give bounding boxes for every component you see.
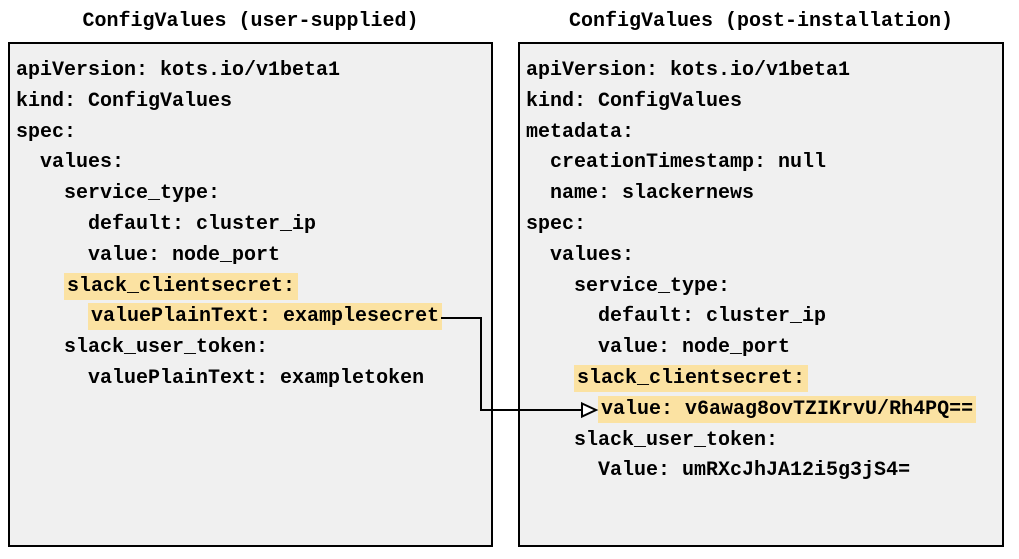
yaml-line: values: [526, 241, 998, 272]
line-text: creationTimestamp: null [550, 151, 827, 175]
line-indent [526, 151, 550, 174]
yaml-line-highlighted: valuePlainText: examplesecret [16, 302, 487, 333]
line-text: value: node_port [88, 243, 281, 267]
line-text: default: cluster_ip [88, 212, 317, 236]
line-indent [16, 182, 64, 205]
yaml-line: valuePlainText: exampletoken [16, 364, 487, 395]
line-text: apiVersion: kots.io/v1beta1 [16, 59, 341, 82]
highlighted-line-text: valuePlainText: examplesecret [88, 303, 443, 331]
line-text: spec: [16, 120, 77, 144]
line-indent [16, 336, 64, 359]
yaml-line: value: node_port [526, 333, 998, 364]
line-text: valuePlainText: exampletoken [88, 366, 425, 390]
yaml-line: metadata: [526, 118, 998, 149]
yaml-line: spec: [16, 118, 487, 149]
yaml-line: slack_user_token: [16, 333, 487, 364]
right-panel-title: ConfigValues (post-installation) [568, 10, 954, 33]
yaml-line: service_type: [16, 179, 487, 210]
line-text: service_type: [574, 274, 731, 298]
highlighted-line-text: slack_clientsecret: [64, 272, 299, 300]
left-panel-title: ConfigValues (user-supplied) [82, 10, 419, 33]
line-text: metadata: [526, 120, 635, 144]
yaml-line: kind: ConfigValues [16, 87, 487, 118]
yaml-line: values: [16, 148, 487, 179]
line-text: Value: umRXcJhJA12i5g3jS4= [598, 459, 911, 483]
line-indent [526, 244, 550, 267]
line-indent [526, 429, 574, 452]
config-values-post-installation-panel: apiVersion: kots.io/v1beta1 kind: Config… [518, 42, 1004, 547]
yaml-line: value: node_port [16, 241, 487, 272]
yaml-line: spec: [526, 210, 998, 241]
line-text: values: [40, 151, 125, 175]
highlighted-line-text: value: v6awag8ovTZIKrvU/Rh4PQ== [598, 395, 977, 423]
line-text: kind: ConfigValues [16, 89, 233, 113]
yaml-line-highlighted: value: v6awag8ovTZIKrvU/Rh4PQ== [526, 395, 998, 426]
yaml-line-highlighted: slack_clientsecret: [16, 272, 487, 303]
line-text: slack_user_token: [64, 336, 269, 360]
config-values-user-supplied-panel: apiVersion: kots.io/v1beta1 kind: Config… [8, 42, 493, 547]
line-indent [16, 275, 64, 298]
yaml-line: default: cluster_ip [526, 302, 998, 333]
yaml-line: slack_user_token: [526, 426, 998, 457]
line-indent [16, 305, 88, 328]
highlighted-line-text: slack_clientsecret: [574, 364, 809, 392]
yaml-line: kind: ConfigValues [526, 87, 998, 118]
yaml-line: Value: umRXcJhJA12i5g3jS4= [526, 456, 998, 487]
line-indent [526, 398, 598, 421]
line-text: name: slackernews [550, 182, 755, 206]
line-indent [526, 459, 598, 482]
yaml-line: apiVersion: kots.io/v1beta1 [526, 56, 998, 87]
line-text: value: node_port [598, 336, 791, 360]
line-indent [526, 305, 598, 328]
yaml-line: creationTimestamp: null [526, 148, 998, 179]
line-indent [16, 151, 40, 174]
yaml-line-highlighted: slack_clientsecret: [526, 364, 998, 395]
line-text: kind: ConfigValues [526, 89, 743, 113]
line-indent [526, 336, 598, 359]
line-indent [526, 275, 574, 298]
line-text: default: cluster_ip [598, 305, 827, 329]
line-text: apiVersion: kots.io/v1beta1 [526, 59, 851, 82]
yaml-line: service_type: [526, 272, 998, 303]
line-text: service_type: [64, 182, 221, 206]
line-indent [16, 213, 88, 236]
line-indent [16, 244, 88, 267]
line-text: values: [550, 243, 635, 267]
line-indent [526, 182, 550, 205]
yaml-line: default: cluster_ip [16, 210, 487, 241]
line-indent [16, 367, 88, 390]
yaml-line: name: slackernews [526, 179, 998, 210]
yaml-line: apiVersion: kots.io/v1beta1 [16, 56, 487, 87]
line-indent [526, 367, 574, 390]
line-text: slack_user_token: [574, 428, 779, 452]
line-text: spec: [526, 212, 587, 236]
